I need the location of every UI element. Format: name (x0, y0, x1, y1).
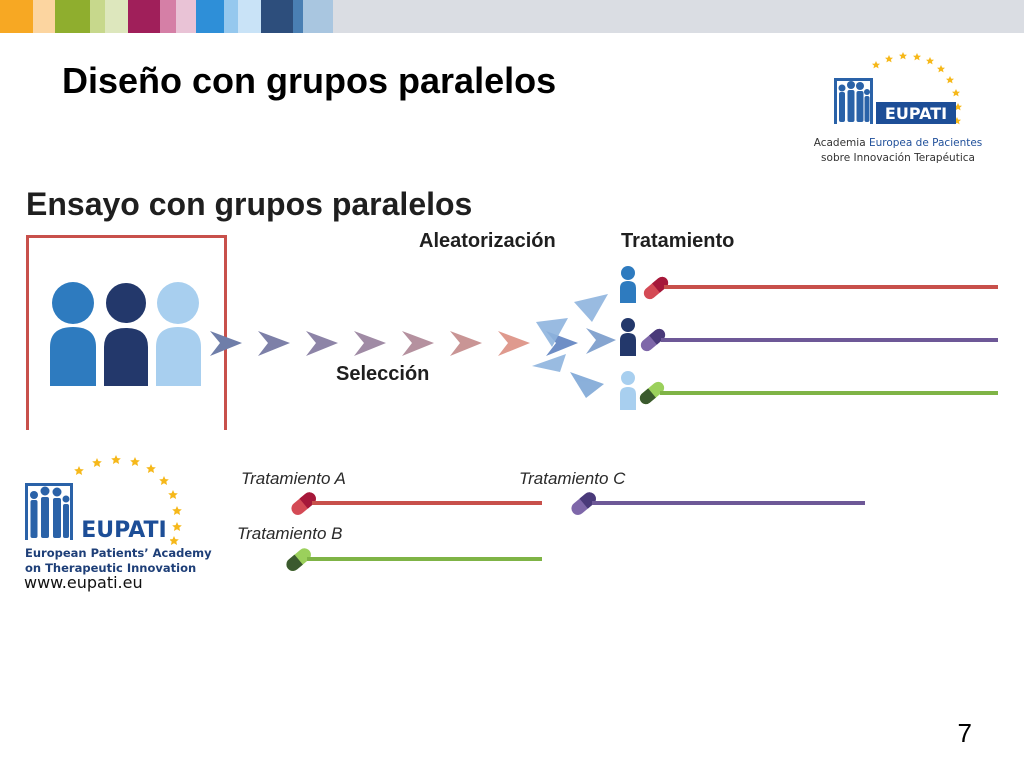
stripe-segment (105, 0, 128, 33)
random-arrow-icon (570, 372, 604, 398)
eupati-wordmark-box (78, 515, 170, 541)
legend-label-b: Tratamiento B (237, 524, 343, 543)
legend-item-a (291, 492, 542, 515)
tagline-line-1: European Patients’ Academy (25, 546, 212, 560)
chevron-icon (450, 331, 482, 356)
capsule-icon (283, 548, 311, 571)
slide-title: Diseño con grupos paralelos (62, 60, 557, 101)
capsule-icon (637, 381, 665, 405)
population-person-dark-icon (102, 281, 150, 388)
page-number: 7 (957, 718, 972, 748)
chevron-icon (402, 331, 434, 356)
legend-item-c (571, 492, 865, 515)
header-color-stripe (0, 0, 1024, 33)
stripe-segment (293, 0, 303, 33)
treatment-legend (283, 492, 865, 571)
stripe-segment (196, 0, 224, 33)
tagline-plain: Academia (813, 137, 869, 149)
random-arrow-icon (532, 354, 566, 372)
stripe-segment (224, 0, 238, 33)
chevron-icon (354, 331, 386, 356)
eupati-wordmark: EUPATI (885, 104, 947, 123)
label-randomization: Aleatorización (419, 230, 556, 252)
legend-label-c: Tratamiento C (519, 469, 626, 488)
stripe-segment (303, 0, 333, 33)
capsule-icon (291, 492, 316, 515)
label-treatment: Tratamiento (621, 230, 735, 252)
eupati-top-tagline: Academia Europea de Pacientes sobre Inno… (812, 136, 984, 166)
legend-label-a: Tratamiento A (241, 469, 346, 488)
eupati-url[interactable]: www.eupati.eu (24, 573, 143, 592)
stripe-segment (90, 0, 105, 33)
randomization-arrows (532, 294, 616, 398)
population-person-mid-icon (50, 282, 96, 386)
selection-chevrons (210, 331, 578, 356)
random-arrow-icon (574, 294, 608, 322)
tagline-highlight: Europea de Pacientes (868, 137, 983, 149)
stripe-segment (55, 0, 90, 33)
people-silhouette-icon (834, 78, 873, 124)
random-arrow-icon (586, 328, 616, 354)
stripe-segment (160, 0, 176, 33)
treatment-group-a (620, 266, 998, 303)
chevron-icon (498, 331, 530, 356)
capsule-icon (571, 492, 596, 515)
stripe-segment (128, 0, 160, 33)
eupati-logo-top: EUPATI (834, 52, 962, 125)
treatment-group-b (620, 371, 998, 410)
eupati-bottom-tagline: European Patients’ Academy on Therapeuti… (25, 546, 212, 576)
stripe-segment (238, 0, 261, 33)
parallel-group-diagram (26, 235, 998, 430)
stripe-segment (261, 0, 293, 33)
stripe-segment (0, 0, 33, 33)
legend-item-b (283, 548, 542, 571)
person-light-icon (620, 371, 636, 410)
population-person-light-icon (156, 282, 201, 386)
person-dark-icon (620, 318, 636, 356)
eupati-wordmark: EUPATI (81, 518, 167, 543)
tagline-line-2: sobre Innovación Terapéutica (821, 152, 975, 164)
tagline-line-2: on Therapeutic Innovation (25, 561, 197, 575)
population-box (26, 235, 227, 430)
eu-stars-arc (74, 455, 182, 545)
treatment-group-c (620, 318, 998, 356)
stripe-segment (333, 0, 1024, 33)
people-silhouette-icon (25, 483, 73, 540)
random-arrow-icon (536, 318, 568, 347)
stripe-segment (33, 0, 55, 33)
stripe-segment (176, 0, 196, 33)
eupati-wordmark-box (876, 102, 956, 124)
person-mid-icon (620, 266, 636, 303)
chevron-icon (210, 331, 242, 356)
eupati-logo-bottom: EUPATI (25, 455, 182, 545)
figure-title: Ensayo con grupos paralelos (26, 186, 473, 222)
chevron-icon (258, 331, 290, 356)
label-selection: Selección (336, 363, 430, 385)
chevron-icon (306, 331, 338, 356)
